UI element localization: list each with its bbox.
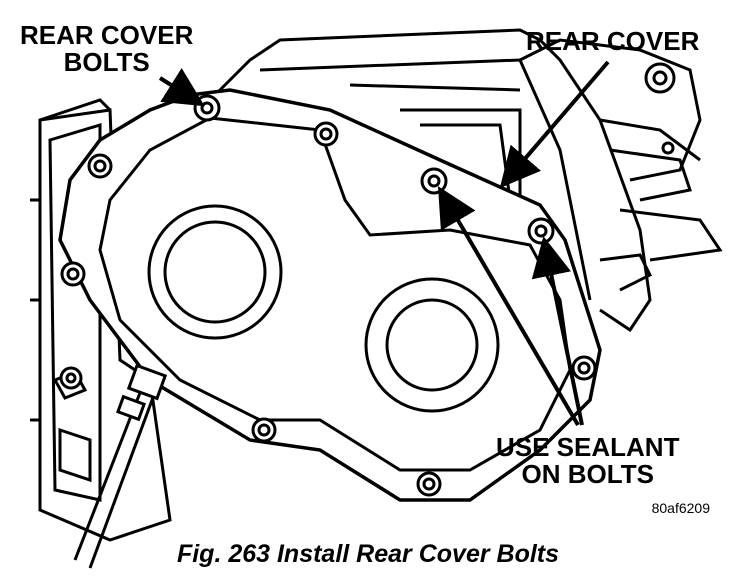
bolt (416, 471, 442, 497)
arrow-rear-cover (499, 60, 610, 189)
bolt (193, 94, 221, 122)
label-line: USE SEALANT (496, 432, 680, 462)
bolt (571, 355, 597, 381)
label-line: ON BOLTS (521, 459, 654, 490)
bolt (59, 366, 83, 390)
drawing-code: 80af6209 (651, 500, 710, 516)
arrow-sealant-bolt-1 (437, 186, 580, 427)
bolt (251, 417, 277, 443)
bolt (313, 121, 339, 147)
leader-arrows (158, 60, 610, 427)
label-use-sealant: USE SEALANT ON BOLTS (496, 432, 680, 490)
label-rear-cover: REAR COVER (526, 26, 700, 56)
bolt (527, 217, 555, 245)
cable (73, 363, 168, 569)
bolt (87, 153, 113, 179)
figure-caption: Fig. 263 Install Rear Cover Bolts (176, 540, 560, 568)
arrow-sealant-bolt-2 (531, 236, 584, 426)
label-line: REAR COVER (20, 20, 194, 50)
bolt (420, 167, 448, 195)
arrow-rear-cover-bolts (158, 68, 205, 107)
bolt (60, 261, 86, 287)
label-line: BOLTS (63, 47, 150, 78)
label-rear-cover-bolts: REAR COVER BOLTS (20, 20, 194, 78)
label-line: REAR COVER (526, 26, 700, 56)
bearing-bores (147, 204, 500, 413)
